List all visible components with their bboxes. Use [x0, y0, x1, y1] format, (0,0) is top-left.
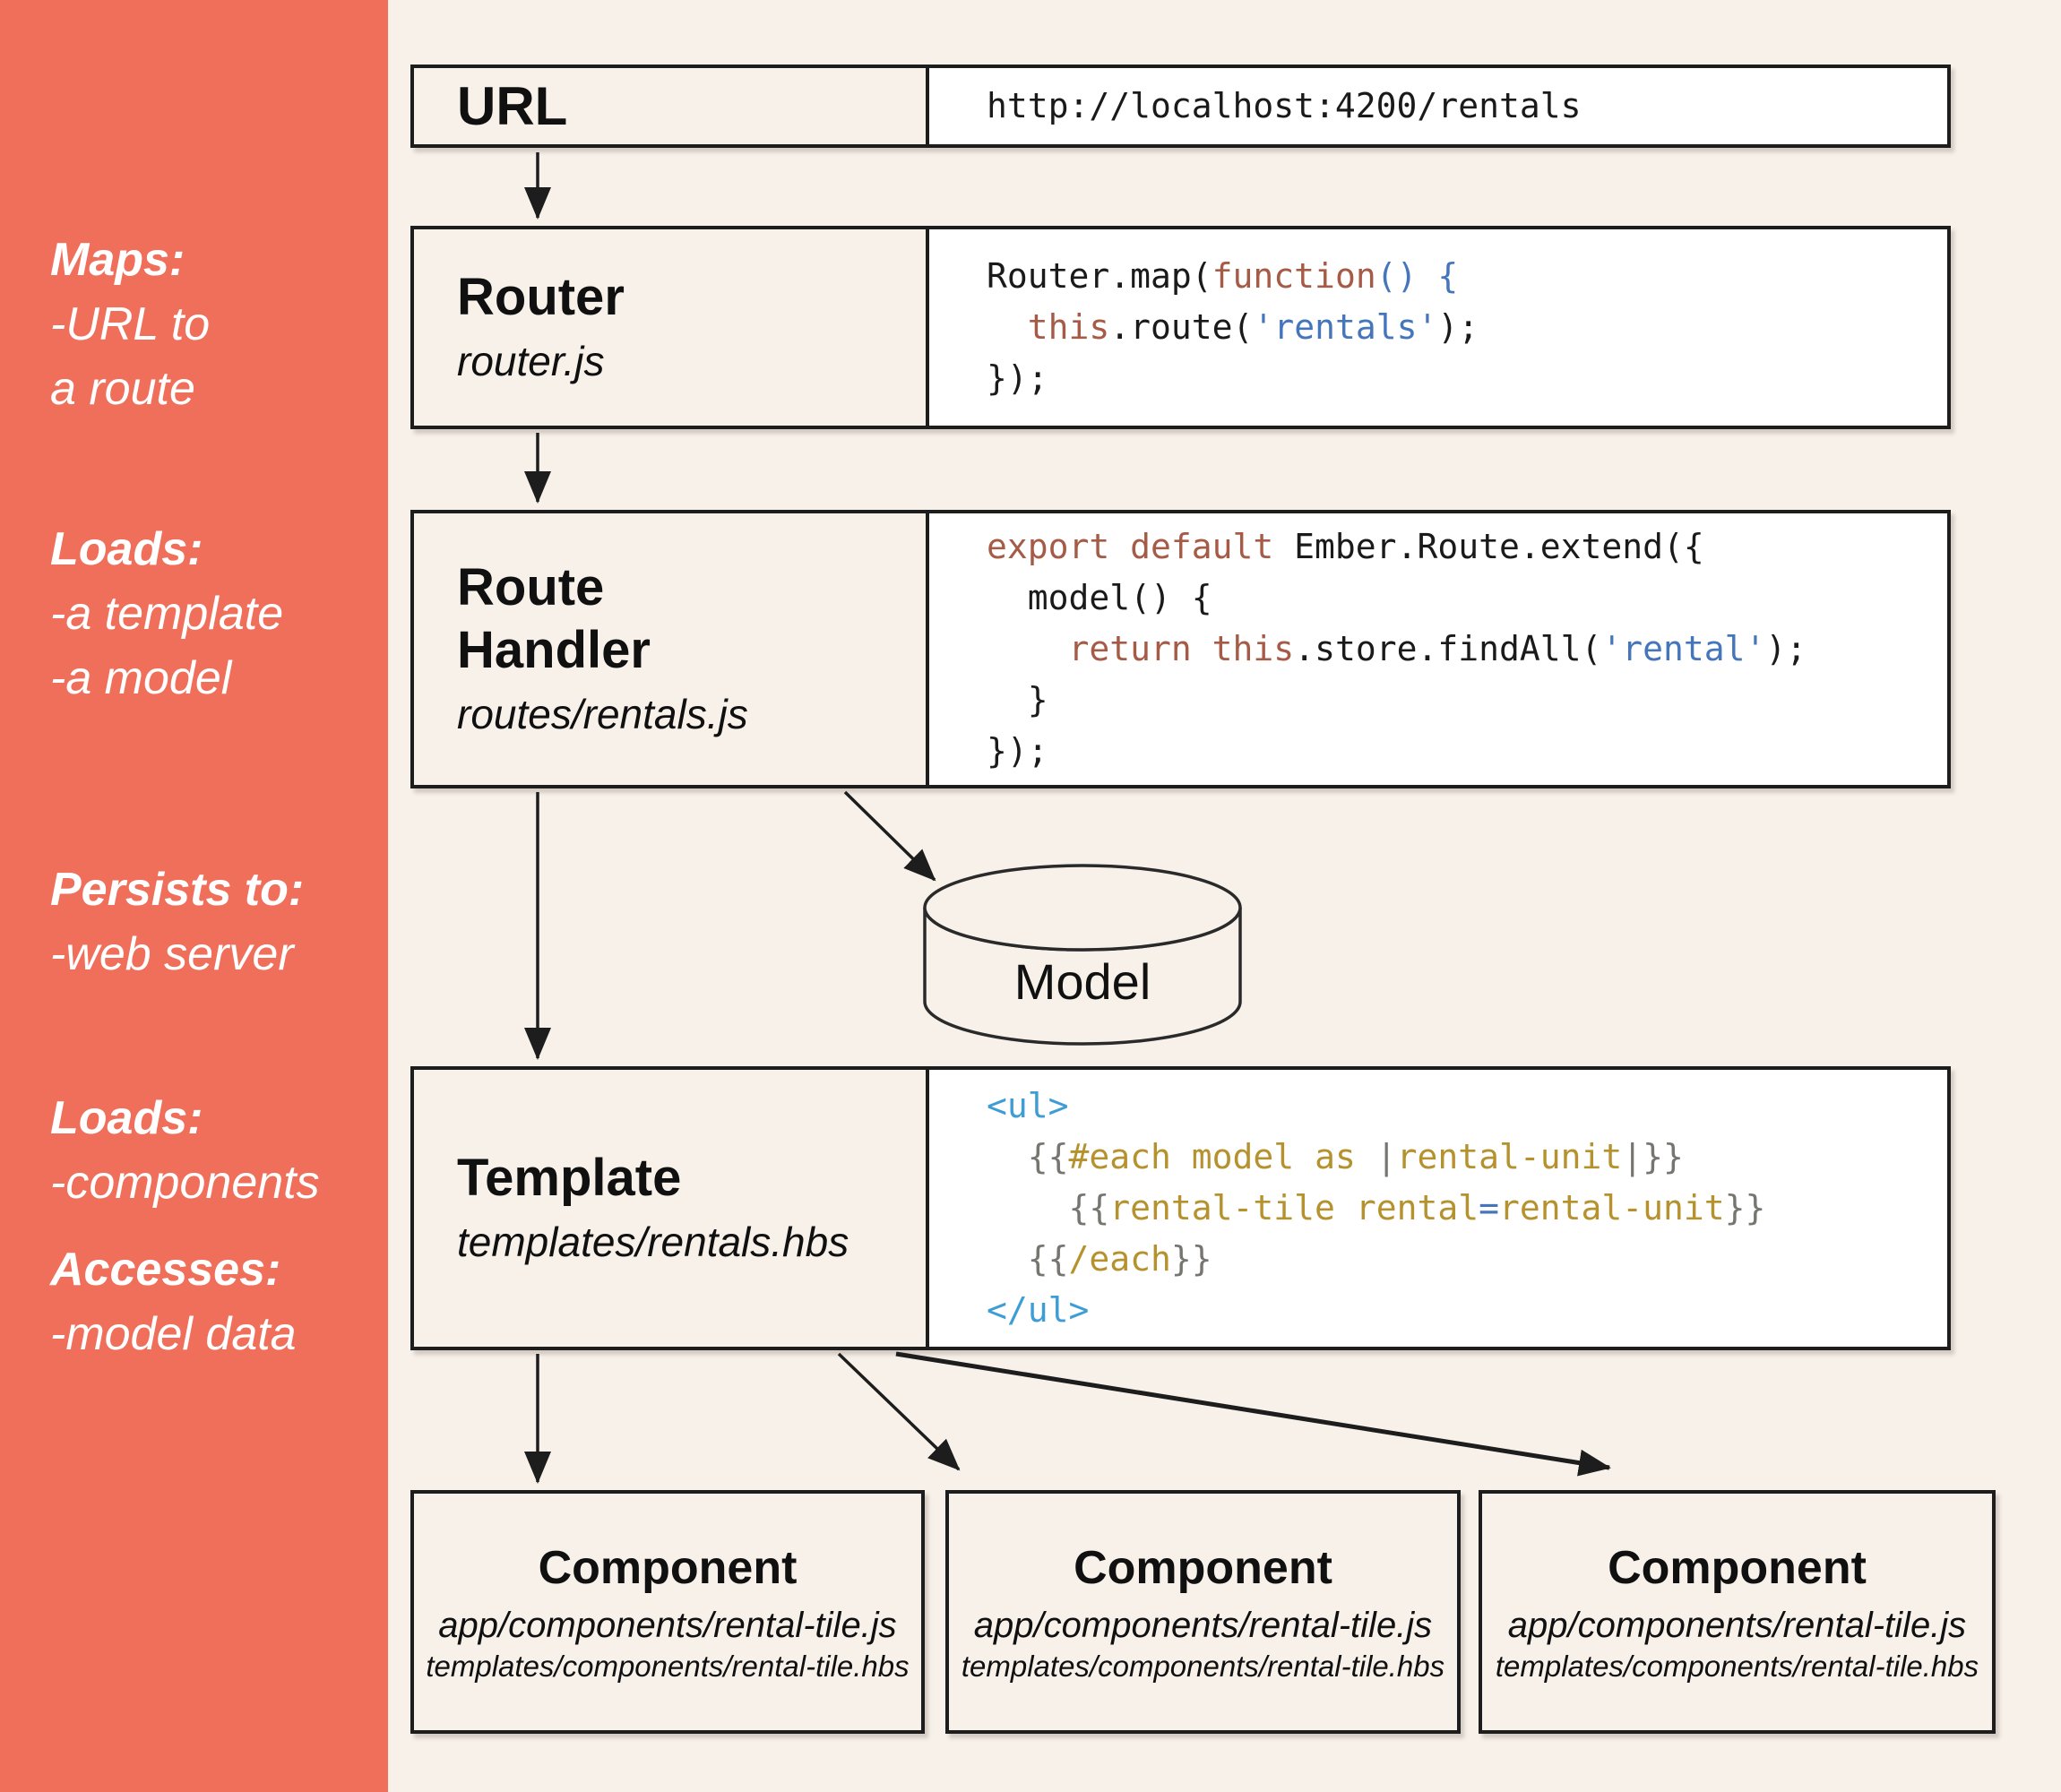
route-handler-filename: routes/rentals.js: [457, 691, 748, 738]
note-body: -web server: [50, 927, 294, 980]
component-hbs-path: templates/components/rental-tile.hbs: [961, 1649, 1445, 1683]
component-title: Component: [1074, 1541, 1332, 1594]
component-hbs-path: templates/components/rental-tile.hbs: [426, 1649, 910, 1683]
note-title: Accesses:: [50, 1244, 281, 1296]
note-loads-route: Loads: -a template -a model: [50, 518, 373, 711]
url-box-title: URL: [457, 75, 568, 136]
route-handler-box: Route Handler routes/rentals.js export d…: [410, 510, 1951, 788]
component-box-2: Component app/components/rental-tile.js …: [945, 1490, 1461, 1734]
component-js-path: app/components/rental-tile.js: [1507, 1605, 1967, 1645]
arrow-template-to-component-3: [895, 1351, 1611, 1477]
annotation-sidebar: Maps: -URL to a route Loads: -a template…: [0, 0, 388, 1792]
note-loads-components: Loads: -components: [50, 1087, 373, 1216]
router-box-code: Router.map(function() { this.route('rent…: [987, 256, 1479, 398]
template-box-code: <ul> {{#each model as |rental-unit|}} {{…: [987, 1086, 1766, 1330]
note-title: Loads:: [50, 523, 203, 575]
router-box-title: Router: [457, 267, 625, 326]
model-cylinder: Model: [923, 864, 1242, 1046]
template-box: Template templates/rentals.hbs <ul> {{#e…: [410, 1066, 1951, 1350]
router-box-label-panel: Router router.js: [414, 229, 929, 426]
component-js-path: app/components/rental-tile.js: [973, 1605, 1433, 1645]
note-maps: Maps: -URL to a route: [50, 228, 373, 421]
template-box-title: Template: [457, 1148, 682, 1207]
note-title: Maps:: [50, 234, 185, 286]
note-body: -a template -a model: [50, 587, 284, 704]
note-title: Persists to:: [50, 864, 305, 916]
route-handler-title: Route Handler: [457, 558, 651, 679]
arrow-route-handler-to-model: [843, 790, 936, 882]
model-cylinder-body: [923, 907, 1242, 1046]
template-box-filename: templates/rentals.hbs: [457, 1219, 849, 1266]
component-box-1: Component app/components/rental-tile.js …: [410, 1490, 925, 1734]
component-title: Component: [1608, 1541, 1867, 1594]
model-label: Model: [1014, 953, 1151, 1010]
arrow-template-to-component-2: [837, 1352, 961, 1471]
router-box: Router router.js Router.map(function() {…: [410, 226, 1951, 429]
router-box-filename: router.js: [457, 338, 605, 385]
url-box-code: http://localhost:4200/rentals: [987, 86, 1582, 125]
component-box-3: Component app/components/rental-tile.js …: [1479, 1490, 1996, 1734]
url-box: URL http://localhost:4200/rentals: [410, 65, 1951, 148]
component-title: Component: [538, 1541, 798, 1594]
url-box-label-panel: URL: [414, 68, 929, 144]
component-js-path: app/components/rental-tile.js: [438, 1605, 897, 1645]
note-body: -components: [50, 1156, 320, 1209]
note-title: Loads:: [50, 1092, 203, 1144]
template-box-label-panel: Template templates/rentals.hbs: [414, 1070, 929, 1347]
note-persists: Persists to: -web server: [50, 858, 373, 987]
note-body: -URL to a route: [50, 297, 211, 415]
note-body: -model data: [50, 1307, 297, 1360]
note-accesses: Accesses: -model data: [50, 1238, 373, 1367]
model-cylinder-top: [923, 864, 1242, 952]
route-handler-label-panel: Route Handler routes/rentals.js: [414, 513, 929, 785]
route-handler-code: export default Ember.Route.extend({ mode…: [987, 527, 1807, 771]
component-hbs-path: templates/components/rental-tile.hbs: [1495, 1649, 1979, 1683]
